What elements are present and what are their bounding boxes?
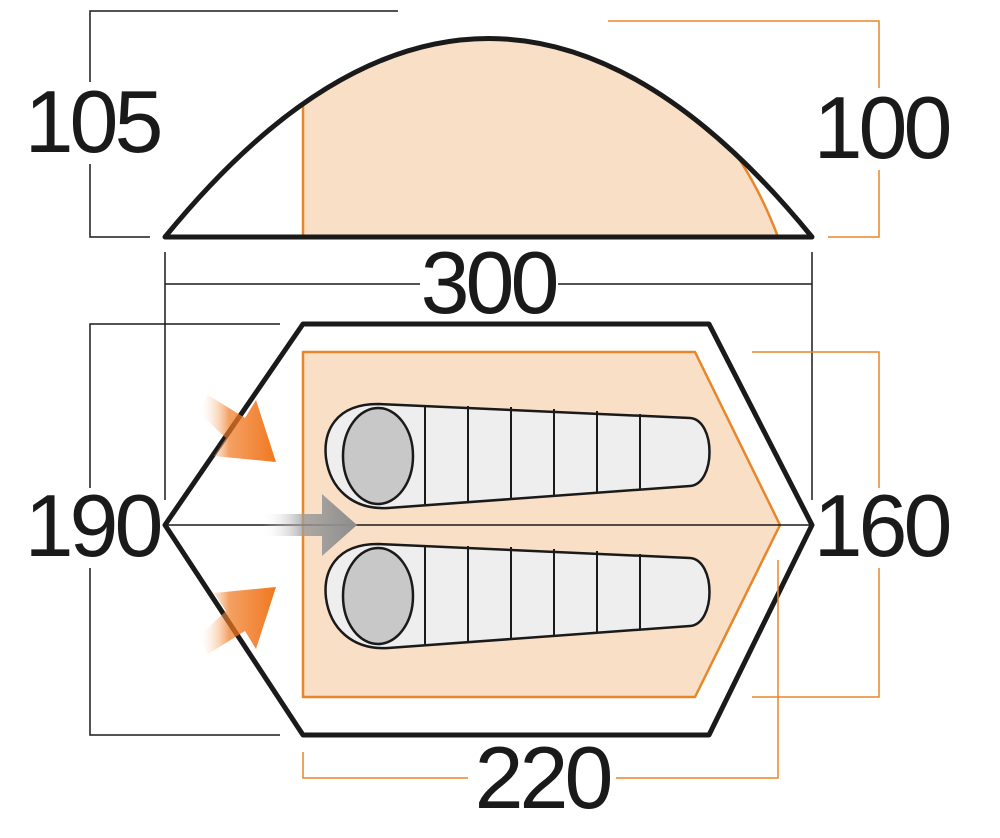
- outer-width-label: 190: [25, 476, 161, 575]
- outer-length-label: 300: [421, 233, 557, 332]
- outer-dome-outline: [162, 36, 815, 240]
- inner-length-dimension: 220: [302, 560, 779, 827]
- side-elevation: 105 100: [22, 10, 953, 240]
- sleeping-bag-icon: [324, 402, 711, 510]
- side-entry-arrow-icon: [198, 587, 276, 654]
- inner-width-label: 160: [814, 476, 950, 575]
- inner-height-label: 100: [814, 78, 950, 177]
- outer-height-label: 105: [25, 72, 161, 171]
- outer-width-dimension: 190: [25, 323, 280, 736]
- inner-width-dimension: 160: [752, 351, 953, 698]
- front-entry-arrow-icon: [262, 494, 357, 556]
- outer-length-dimension: 300: [164, 233, 813, 500]
- sleeping-bag-icon: [324, 542, 711, 650]
- inner-tent-side-fill: [303, 38, 778, 237]
- floor-plan: [162, 321, 815, 738]
- outer-footprint: [162, 321, 815, 738]
- side-entry-arrow-icon: [198, 395, 276, 462]
- inner-length-label: 220: [475, 728, 611, 827]
